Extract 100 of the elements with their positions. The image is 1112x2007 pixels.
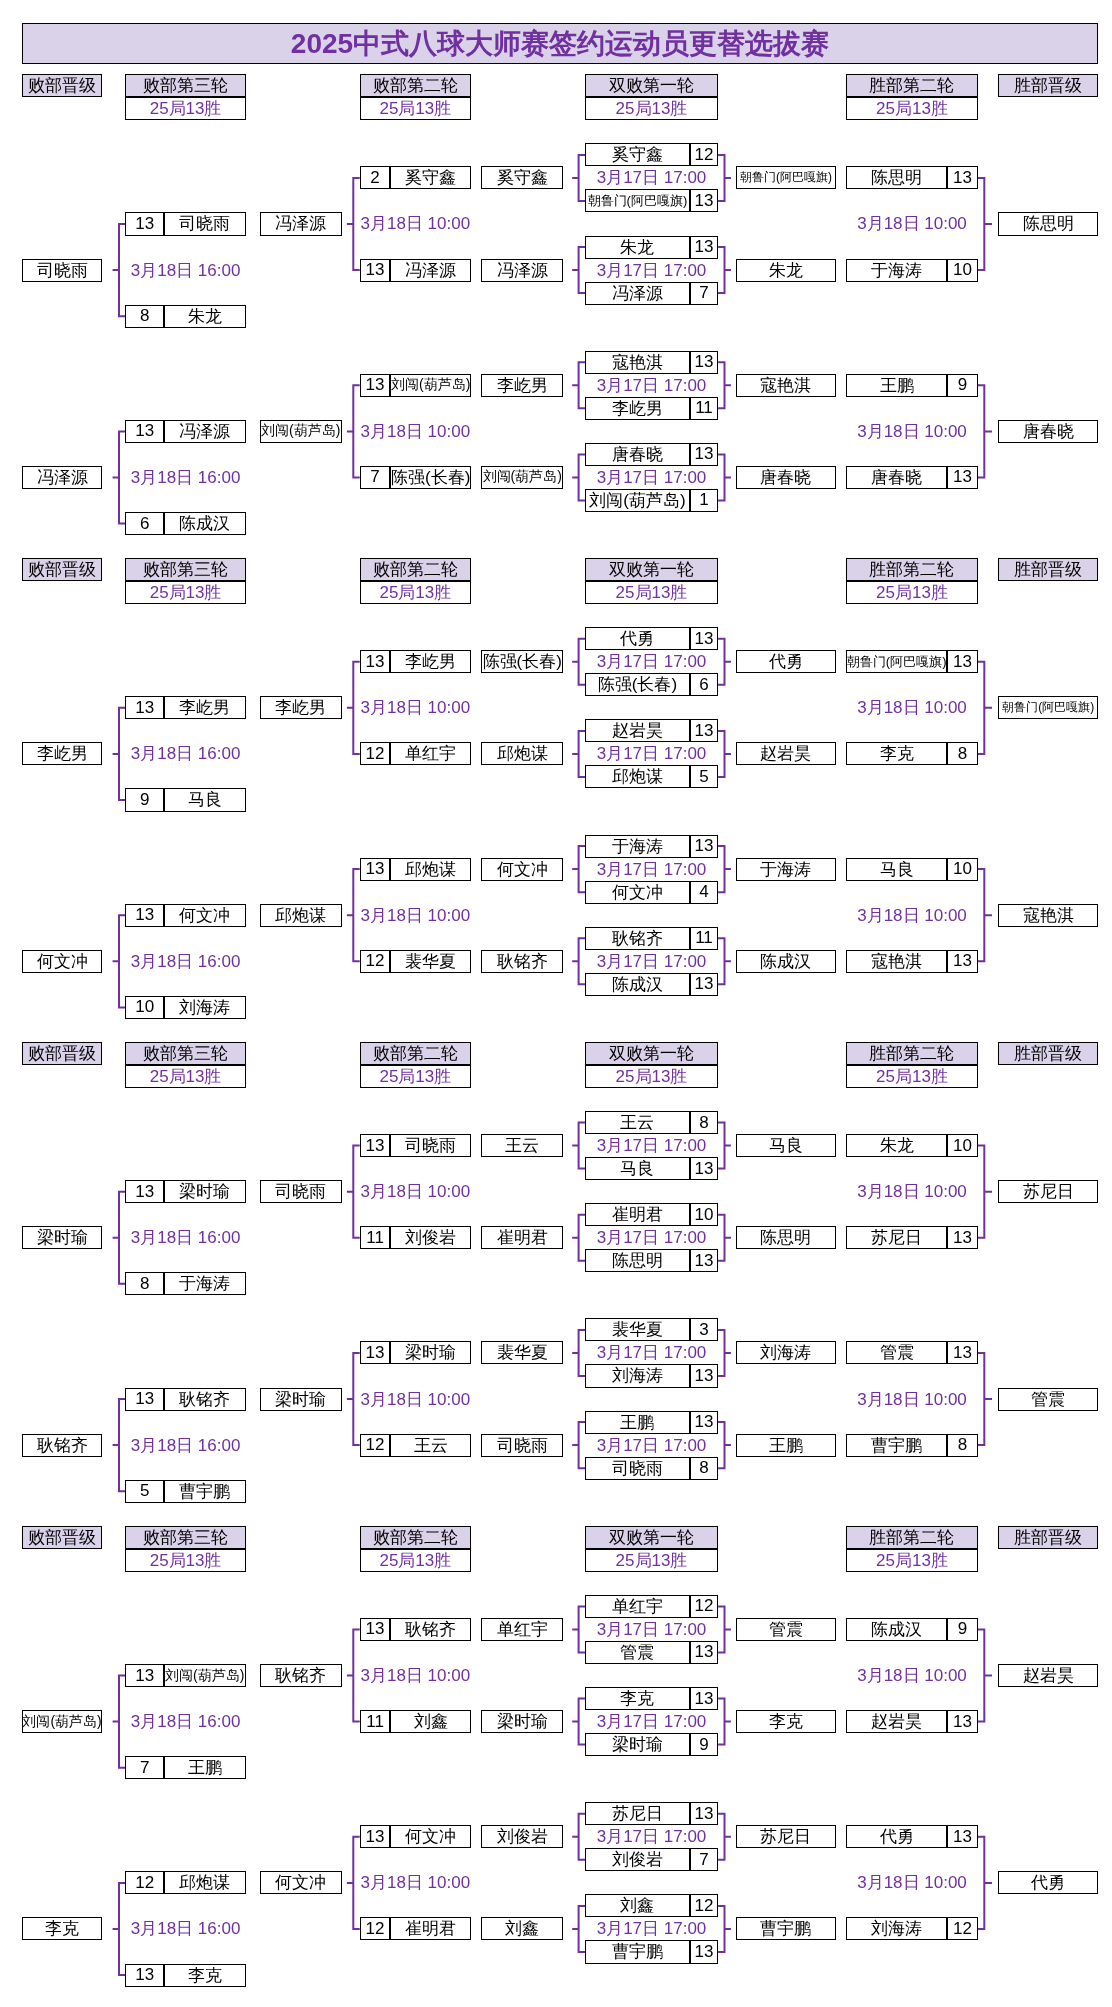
score-cell: 13 xyxy=(689,442,719,466)
match-format-label: 25局13胜 xyxy=(125,581,246,605)
player-name-cell: 司晓雨 xyxy=(21,258,103,282)
score-cell: 4 xyxy=(689,880,719,904)
score-cell: 13 xyxy=(689,350,719,374)
round-header: 败部晋级 xyxy=(21,74,103,98)
match-format-label: 25局13胜 xyxy=(125,97,246,121)
score-cell: 13 xyxy=(125,419,164,443)
player-name-cell: 司晓雨 xyxy=(259,1180,342,1204)
player-name-cell: 朱龙 xyxy=(846,1134,948,1158)
player-name-cell: 陈成汉 xyxy=(584,972,690,996)
match-time: 3月17日 17:00 xyxy=(595,1342,708,1365)
player-name-cell: 刘闯(葫芦岛) xyxy=(390,373,471,397)
score-cell: 5 xyxy=(125,1479,164,1503)
player-name-cell: 陈思明 xyxy=(998,212,1099,236)
score-cell: 13 xyxy=(947,166,978,190)
player-name-cell: 苏尼日 xyxy=(736,1825,836,1849)
match-time: 3月18日 16:00 xyxy=(129,1918,242,1941)
match-time: 3月17日 17:00 xyxy=(595,1618,708,1641)
round-header: 败部第二轮 xyxy=(359,1041,472,1065)
score-cell: 10 xyxy=(689,1203,719,1227)
player-name-cell: 何文冲 xyxy=(390,1825,471,1849)
player-name-cell: 刘闯(葫芦岛) xyxy=(21,1710,103,1734)
player-name-cell: 冯泽源 xyxy=(584,281,690,305)
score-cell: 6 xyxy=(689,673,719,697)
score-cell: 13 xyxy=(125,903,164,927)
score-cell: 7 xyxy=(689,1848,719,1872)
match-format-label: 25局13胜 xyxy=(584,581,719,605)
player-name-cell: 裴华夏 xyxy=(481,1341,564,1365)
player-name-cell: 邱炮谋 xyxy=(390,857,471,881)
round-header: 胜部第二轮 xyxy=(846,1525,978,1549)
player-name-cell: 陈强(长春) xyxy=(390,465,471,489)
match-time: 3月18日 16:00 xyxy=(129,1227,242,1250)
player-name-cell: 陈成汉 xyxy=(846,1617,948,1641)
score-cell: 12 xyxy=(359,1433,391,1457)
match-format-label: 25局13胜 xyxy=(359,1064,472,1088)
score-cell: 13 xyxy=(689,1249,719,1273)
player-name-cell: 马良 xyxy=(163,788,246,812)
player-name-cell: 李克 xyxy=(736,1710,836,1734)
player-name-cell: 于海涛 xyxy=(584,834,690,858)
score-cell: 9 xyxy=(125,788,164,812)
player-name-cell: 王鹏 xyxy=(846,373,948,397)
player-name-cell: 王云 xyxy=(481,1134,564,1158)
match-time: 3月18日 10:00 xyxy=(359,697,472,720)
player-name-cell: 陈成汉 xyxy=(736,949,836,973)
player-name-cell: 梁时瑜 xyxy=(259,1387,342,1411)
player-name-cell: 朱龙 xyxy=(163,304,246,328)
player-name-cell: 冯泽源 xyxy=(481,258,564,282)
match-time: 3月18日 10:00 xyxy=(359,1388,472,1411)
player-name-cell: 何文冲 xyxy=(21,949,103,973)
player-name-cell: 崔明君 xyxy=(390,1917,471,1941)
score-cell: 13 xyxy=(947,1710,978,1734)
player-name-cell: 冯泽源 xyxy=(390,258,471,282)
score-cell: 13 xyxy=(359,1825,391,1849)
round-header: 胜部晋级 xyxy=(998,74,1099,98)
score-cell: 13 xyxy=(125,696,164,720)
player-name-cell: 梁时瑜 xyxy=(163,1180,246,1204)
match-time: 3月17日 17:00 xyxy=(595,259,708,282)
score-cell: 11 xyxy=(689,396,719,420)
score-cell: 13 xyxy=(689,972,719,996)
score-cell: 13 xyxy=(359,650,391,674)
match-time: 3月17日 17:00 xyxy=(595,858,708,881)
player-name-cell: 曹宇鹏 xyxy=(163,1479,246,1503)
player-name-cell: 于海涛 xyxy=(736,857,836,881)
player-name-cell: 刘海涛 xyxy=(163,995,246,1019)
title-banner: 2025中式八球大师赛签约运动员更替选拔赛 xyxy=(21,23,1099,64)
player-name-cell: 耿铭齐 xyxy=(163,1387,246,1411)
player-name-cell: 陈强(长春) xyxy=(481,650,564,674)
score-cell: 13 xyxy=(359,373,391,397)
score-cell: 8 xyxy=(689,1111,719,1135)
score-cell: 13 xyxy=(689,1410,719,1434)
match-format-label: 25局13胜 xyxy=(359,97,472,121)
match-time: 3月18日 10:00 xyxy=(359,1181,472,1204)
player-name-cell: 朱龙 xyxy=(584,235,690,259)
player-name-cell: 代勇 xyxy=(998,1871,1099,1895)
match-format-label: 25局13胜 xyxy=(125,1064,246,1088)
player-name-cell: 陈思明 xyxy=(736,1226,836,1250)
score-cell: 7 xyxy=(125,1756,164,1780)
score-cell: 13 xyxy=(125,1180,164,1204)
score-cell: 9 xyxy=(689,1733,719,1757)
score-cell: 12 xyxy=(689,143,719,167)
player-name-cell: 单红宇 xyxy=(584,1594,690,1618)
player-name-cell: 寇艳淇 xyxy=(846,949,948,973)
player-name-cell: 唐春晓 xyxy=(846,465,948,489)
score-cell: 13 xyxy=(689,719,719,743)
player-name-cell: 何文冲 xyxy=(481,857,564,881)
player-name-cell: 管震 xyxy=(736,1617,836,1641)
match-format-label: 25局13胜 xyxy=(125,1548,246,1572)
player-name-cell: 王云 xyxy=(390,1433,471,1457)
player-name-cell: 司晓雨 xyxy=(163,212,246,236)
score-cell: 13 xyxy=(689,1940,719,1964)
player-name-cell: 耿铭齐 xyxy=(584,926,690,950)
match-time: 3月17日 17:00 xyxy=(595,466,708,489)
round-header: 胜部晋级 xyxy=(998,1041,1099,1065)
player-name-cell: 李屹男 xyxy=(163,696,246,720)
score-cell: 13 xyxy=(947,465,978,489)
match-time: 3月18日 10:00 xyxy=(359,213,472,236)
score-cell: 10 xyxy=(125,995,164,1019)
score-cell: 12 xyxy=(689,1894,719,1918)
player-name-cell: 陈思明 xyxy=(846,166,948,190)
